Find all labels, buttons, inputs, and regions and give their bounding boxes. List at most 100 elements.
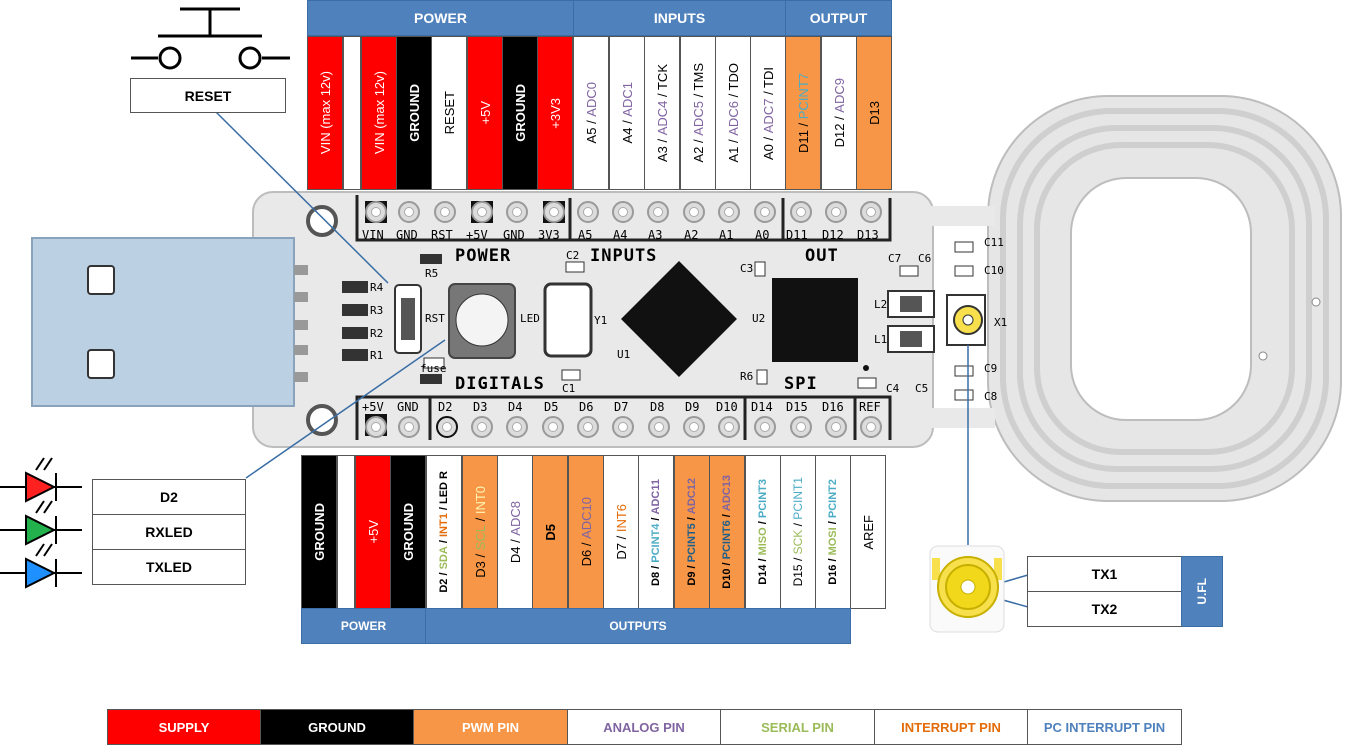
silk-component: L2 bbox=[874, 298, 888, 311]
silk-bottom: D7 bbox=[614, 400, 629, 414]
pin-label: +5V bbox=[477, 101, 493, 125]
pin-hole bbox=[754, 201, 776, 223]
pin-hole bbox=[860, 416, 882, 438]
pin-pcint-label: PCINT1 bbox=[791, 477, 805, 520]
pin-sep: / bbox=[472, 514, 488, 526]
silk-component: R3 bbox=[370, 304, 384, 317]
pin-hole bbox=[506, 201, 528, 223]
pin-hole bbox=[471, 201, 493, 223]
pin-analog-label: ADC12 bbox=[686, 478, 698, 515]
silk-component: R1 bbox=[370, 349, 384, 362]
silk-bottom: D8 bbox=[650, 400, 665, 414]
silk-top: GND bbox=[503, 228, 525, 242]
pin-d10: D10 / PCINT6 / ADC13 bbox=[709, 455, 745, 609]
pin-label: D6 / bbox=[578, 539, 594, 567]
pin-label: GROUND bbox=[406, 84, 422, 142]
led-red-symbol bbox=[0, 457, 82, 503]
pin-hole bbox=[365, 416, 387, 438]
pin-serial-label: SDA bbox=[438, 546, 450, 570]
pin-analog-label: ADC5 bbox=[690, 101, 706, 136]
pin-sep: / bbox=[791, 519, 805, 530]
pin-a0: A0 / ADC7 / TDI bbox=[750, 36, 786, 190]
pin-analog-label: ADC10 bbox=[578, 497, 594, 540]
silk-component: R4 bbox=[370, 281, 384, 294]
pin-sep: / bbox=[686, 514, 698, 524]
pin-hole bbox=[683, 201, 705, 223]
silk-component: U1 bbox=[617, 348, 631, 361]
pin-label: D8 / bbox=[650, 562, 662, 586]
pin-interrupt-label: INT0 bbox=[472, 486, 488, 515]
pin-label: A5 / bbox=[583, 116, 599, 144]
silk-component: C3 bbox=[740, 262, 754, 275]
pin-hole bbox=[543, 201, 565, 223]
pin-label: D9 / bbox=[686, 562, 698, 586]
legend-interrupt: INTERRUPT PIN bbox=[874, 709, 1028, 745]
pin-hole bbox=[790, 201, 812, 223]
pin-analog-label: ADC13 bbox=[721, 475, 733, 512]
pin-a2: A2 / ADC5 / TMS bbox=[680, 36, 716, 190]
pin-ground-2: GROUND bbox=[502, 36, 538, 190]
legend-supply: SUPPLY bbox=[107, 709, 261, 745]
silk-bottom: D6 bbox=[579, 400, 594, 414]
silk-bottom: D14 bbox=[751, 400, 773, 414]
pin-spacer bbox=[337, 455, 355, 609]
tx2-label: TX2 bbox=[1027, 591, 1182, 627]
silk-top: D12 bbox=[822, 228, 844, 242]
silk-bottom: D3 bbox=[473, 400, 488, 414]
silk-section-inputs: INPUTS bbox=[590, 246, 658, 266]
legend-ground: GROUND bbox=[260, 709, 414, 745]
led-blue-symbol bbox=[0, 543, 82, 589]
pin-5v-b: +5V bbox=[355, 455, 391, 609]
silk-component: Y1 bbox=[594, 314, 608, 327]
rf-chip bbox=[772, 278, 858, 362]
pin-jtag-label: / TCK bbox=[654, 63, 670, 101]
pin-a3: A3 / ADC4 / TCK bbox=[644, 36, 680, 190]
pin-label: RESET bbox=[441, 91, 457, 135]
pin-sep: / bbox=[721, 511, 733, 521]
pin-hole bbox=[683, 416, 705, 438]
pin-hole bbox=[647, 201, 669, 223]
pin-jtag-label: / TDO bbox=[725, 63, 741, 102]
pin-label: A3 / bbox=[654, 135, 670, 163]
pin-a1: A1 / ADC6 / TDO bbox=[715, 36, 751, 190]
pin-aref: AREF bbox=[850, 455, 886, 609]
silk-component: C4 bbox=[886, 382, 900, 395]
pin-hole bbox=[648, 416, 670, 438]
tx1-label: TX1 bbox=[1027, 556, 1182, 592]
pin-d6: D6 / ADC10 bbox=[568, 455, 604, 609]
pin-spacer bbox=[343, 36, 361, 190]
led-green-symbol bbox=[0, 500, 82, 546]
pin-d12: D12 / ADC9 bbox=[821, 36, 857, 190]
header-power: POWER bbox=[307, 0, 574, 36]
pin-hole bbox=[577, 416, 599, 438]
pin-hole bbox=[577, 201, 599, 223]
pin-analog-label: ADC9 bbox=[831, 78, 847, 113]
silk-bottom: D16 bbox=[822, 400, 844, 414]
pin-hole bbox=[790, 416, 812, 438]
pin-label: +5V bbox=[365, 520, 381, 544]
pin-ground-b2: GROUND bbox=[390, 455, 426, 609]
pin-hole bbox=[398, 201, 420, 223]
silk-top: 3V3 bbox=[538, 228, 560, 242]
header-inputs: INPUTS bbox=[573, 0, 786, 36]
pin-a5: A5 / ADC0 bbox=[573, 36, 609, 190]
pin-analog-label: ADC8 bbox=[507, 500, 523, 536]
pin-d3: D3 / SCL / INT0 bbox=[462, 455, 498, 609]
pin-d5: D5 bbox=[532, 455, 568, 609]
pin-serial-label: SCL bbox=[472, 525, 488, 551]
usb-connector bbox=[31, 237, 308, 407]
pin-label: D15 / bbox=[791, 554, 805, 587]
pin-label: D11 / bbox=[795, 119, 811, 153]
footer-outputs: OUTPUTS bbox=[425, 608, 851, 644]
legend-serial: SERIAL PIN bbox=[720, 709, 875, 745]
led-d2-label: D2 bbox=[92, 479, 246, 515]
pin-label: GROUND bbox=[512, 84, 528, 142]
pin-d4: D4 / ADC8 bbox=[497, 455, 533, 609]
pin-analog-label: ADC11 bbox=[650, 478, 662, 514]
pin-label: A4 / bbox=[619, 116, 635, 144]
legend-pwm: PWM PIN bbox=[413, 709, 568, 745]
silk-component: C9 bbox=[984, 362, 998, 375]
pin-serial-label: SCK bbox=[791, 530, 805, 555]
pin-serial-label: MISO bbox=[757, 527, 769, 556]
pin-analog-label: ADC1 bbox=[619, 82, 635, 117]
